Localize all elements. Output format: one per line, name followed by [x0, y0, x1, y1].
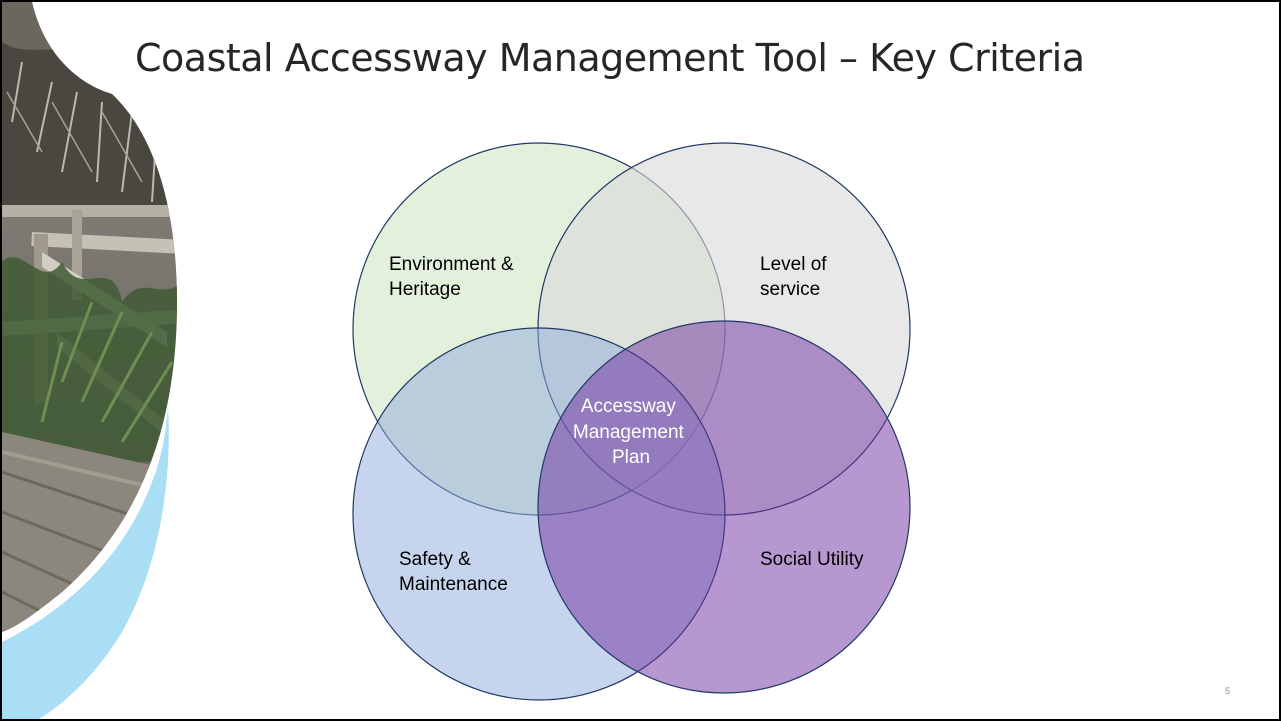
label-environment-heritage: Environment & Heritage: [389, 254, 519, 300]
label-safety-line2: Maintenance: [399, 574, 508, 595]
label-level-line1: Level of: [760, 254, 827, 275]
label-social-utility: Social Utility: [760, 549, 864, 570]
label-safety-line1: Safety &: [399, 549, 471, 570]
label-environment-line1: Environment &: [389, 254, 514, 275]
label-level-line2: service: [760, 279, 820, 300]
label-safety-maintenance: Safety & Maintenance: [399, 549, 508, 595]
label-center-line3: Plan: [612, 447, 650, 468]
circle-social-utility: [537, 320, 911, 694]
label-center-plan: Accessway Management Plan: [573, 396, 689, 468]
label-social-line1: Social Utility: [760, 549, 864, 570]
accent-wave: [2, 407, 169, 719]
slide-title: Coastal Accessway Management Tool – Key …: [135, 36, 1085, 80]
label-center-line1: Accessway: [581, 396, 677, 417]
label-center-line2: Management: [573, 422, 685, 443]
slide-number: 5: [1225, 686, 1231, 696]
label-environment-line2: Heritage: [389, 279, 461, 300]
label-level-of-service: Level of service: [760, 254, 832, 300]
